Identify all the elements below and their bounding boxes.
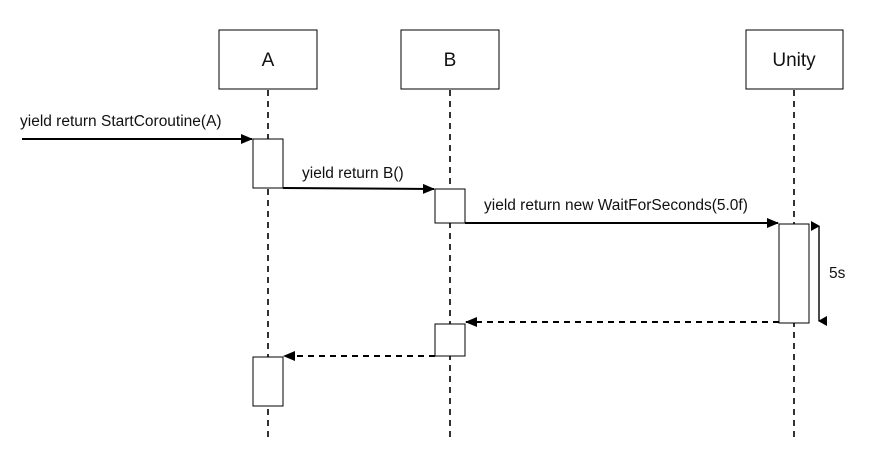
activation-b-2 bbox=[434, 323, 466, 357]
message-start-coroutine-label: yield return StartCoroutine(A) bbox=[20, 113, 222, 130]
participant-unity: Unity bbox=[745, 29, 844, 90]
participant-a: A bbox=[218, 29, 318, 90]
message-wait-for-seconds-label: yield return new WaitForSeconds(5.0f) bbox=[484, 197, 748, 214]
activation-a-2 bbox=[252, 356, 284, 407]
participant-a-box bbox=[218, 29, 318, 90]
message-wait-for-seconds: yield return new WaitForSeconds(5.0f) bbox=[465, 197, 779, 228]
duration-label: 5s bbox=[829, 265, 846, 282]
participant-unity-box bbox=[745, 29, 844, 90]
participant-unity-label: Unity bbox=[772, 50, 816, 71]
activation-b-1 bbox=[434, 188, 466, 224]
participant-b-label: B bbox=[444, 50, 457, 71]
message-call-b-arrow bbox=[282, 183, 435, 194]
participant-a-label: A bbox=[262, 50, 275, 71]
duration-annotation: 5s bbox=[811, 221, 846, 326]
activation-unity bbox=[778, 223, 810, 324]
participant-b: B bbox=[400, 29, 500, 90]
participant-b-box bbox=[400, 29, 500, 90]
message-start-coroutine: yield return StartCoroutine(A) bbox=[20, 113, 253, 144]
message-call-b: yield return B() bbox=[282, 165, 435, 194]
message-call-b-label: yield return B() bbox=[302, 165, 404, 182]
activation-a-1 bbox=[252, 138, 284, 189]
